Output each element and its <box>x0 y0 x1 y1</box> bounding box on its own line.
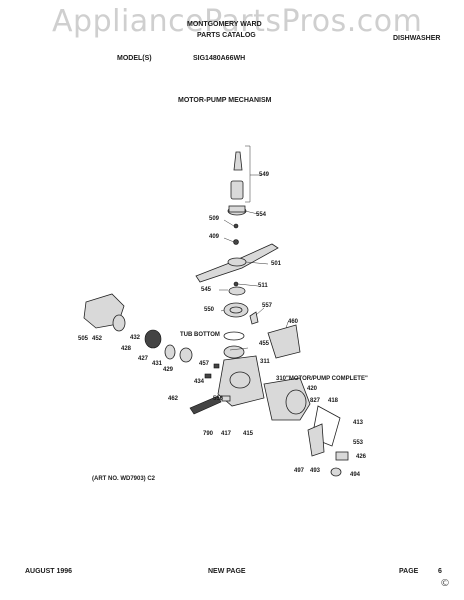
category-label: DISHWASHER <box>393 35 441 42</box>
part-462-hose <box>189 395 222 415</box>
part-label: 549 <box>259 172 270 178</box>
part-label: 557 <box>262 303 273 309</box>
part-label: 431 <box>152 361 163 367</box>
footer-note: NEW PAGE <box>208 568 246 575</box>
part-label: 462 <box>168 396 179 402</box>
part-label: 556 <box>213 396 224 402</box>
part-label: 452 <box>92 336 103 342</box>
part-label: 497 <box>294 468 305 474</box>
section-title: MOTOR-PUMP MECHANISM <box>178 97 272 104</box>
model-label: MODEL(S) <box>117 55 152 62</box>
pump-body <box>217 355 265 407</box>
part-label: 511 <box>258 283 268 289</box>
part-label: 432 <box>130 335 141 341</box>
part-label: 417 <box>221 431 232 437</box>
part-452-ring <box>112 314 126 332</box>
part-545-bearing <box>228 286 246 296</box>
part-426 <box>335 451 349 461</box>
model-value: SIG1480A66WH <box>193 55 246 62</box>
part-label: 409 <box>209 234 220 240</box>
part-455 <box>223 345 245 359</box>
footer-page-number: 6 <box>438 568 442 575</box>
part-549-sleeve <box>230 180 244 200</box>
part-label: 311 <box>260 359 270 365</box>
part-label: 550 <box>204 307 215 313</box>
brand-line-2: PARTS CATALOG <box>197 32 256 39</box>
tub-bottom-label: TUB BOTTOM <box>180 332 220 338</box>
footer-page-label: PAGE <box>399 568 419 575</box>
part-557-clip <box>249 311 259 325</box>
part-label: 434 <box>194 379 205 385</box>
part-label: 494 <box>350 472 361 478</box>
part-label: 545 <box>201 287 212 293</box>
copyright-icon: © <box>440 578 450 589</box>
tub-bottom-seal <box>223 331 245 341</box>
part-label: 553 <box>353 440 364 446</box>
part-label: 790 <box>203 431 214 437</box>
part-label: 427 <box>138 356 149 362</box>
part-label: 420 <box>307 386 318 392</box>
part-494 <box>330 467 342 477</box>
part-label: 493 <box>310 468 321 474</box>
part-label: 426 <box>356 454 367 460</box>
watermark: AppliancePartsPros.com <box>52 4 423 39</box>
part-label: 509 <box>209 216 220 222</box>
part-label: 457 <box>199 361 210 367</box>
part-432-grinder <box>144 329 162 349</box>
part-550-housing <box>223 302 249 318</box>
part-549-nozzle <box>233 151 243 171</box>
part-509-washer <box>233 223 239 229</box>
footer-date: AUGUST 1996 <box>25 568 73 575</box>
part-409-washer <box>233 239 239 245</box>
part-label: 455 <box>259 341 270 347</box>
part-label: 418 <box>328 398 339 404</box>
part-label: 413 <box>353 420 364 426</box>
part-429-ring <box>179 347 193 363</box>
part-497 <box>307 423 325 457</box>
part-label: 429 <box>163 367 174 373</box>
part-label: 460 <box>288 319 299 325</box>
motor-310 <box>263 377 311 421</box>
part-label: 505 <box>78 336 89 342</box>
part-label: 827 <box>310 398 321 404</box>
part-434 <box>204 373 212 379</box>
part-label: 501 <box>271 261 282 267</box>
part-460-cover <box>267 324 301 359</box>
part-427 <box>164 344 176 360</box>
part-label: 415 <box>243 431 254 437</box>
motor-pump-complete-label: 310"MOTOR/PUMP COMPLETE" <box>276 376 368 382</box>
part-511-ring <box>233 281 239 287</box>
art-number: (ART NO. WD7903) C2 <box>92 476 156 482</box>
part-label: 554 <box>256 212 267 218</box>
part-457 <box>213 363 220 369</box>
brand-line-1: MONTGOMERY WARD <box>187 21 262 28</box>
part-556 <box>221 395 231 402</box>
part-label: 428 <box>121 346 132 352</box>
